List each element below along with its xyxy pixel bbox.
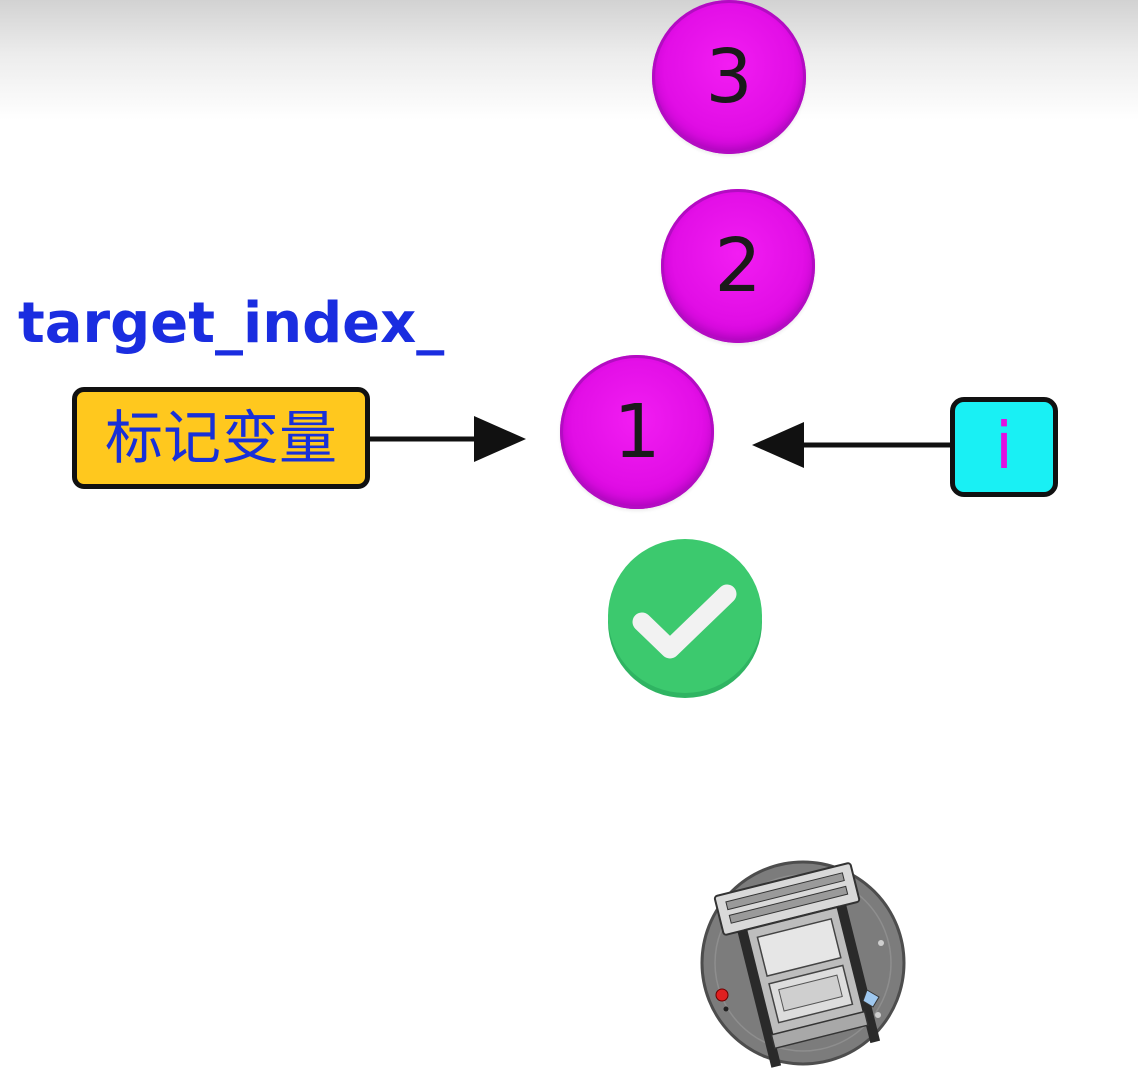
pointer-label: i xyxy=(995,410,1013,484)
stack-ball-3: 3 xyxy=(652,0,806,154)
ball-label: 1 xyxy=(613,389,661,475)
stack-ball-2: 2 xyxy=(661,189,815,343)
ball-label: 2 xyxy=(714,223,762,309)
variable-name: target_index_ xyxy=(18,291,445,356)
variable-tag-label: 标记变量 xyxy=(104,404,337,472)
stack-ball-1: 1 xyxy=(560,355,714,509)
ball-label: 3 xyxy=(705,34,753,120)
robot-icon xyxy=(700,860,906,1068)
top-shade xyxy=(0,0,1138,120)
right-arrow xyxy=(752,422,957,468)
check-circle-icon xyxy=(608,539,762,698)
pointer-i-box: i xyxy=(950,397,1058,497)
variable-tag: 标记变量 xyxy=(72,387,370,489)
left-arrow xyxy=(366,416,526,462)
